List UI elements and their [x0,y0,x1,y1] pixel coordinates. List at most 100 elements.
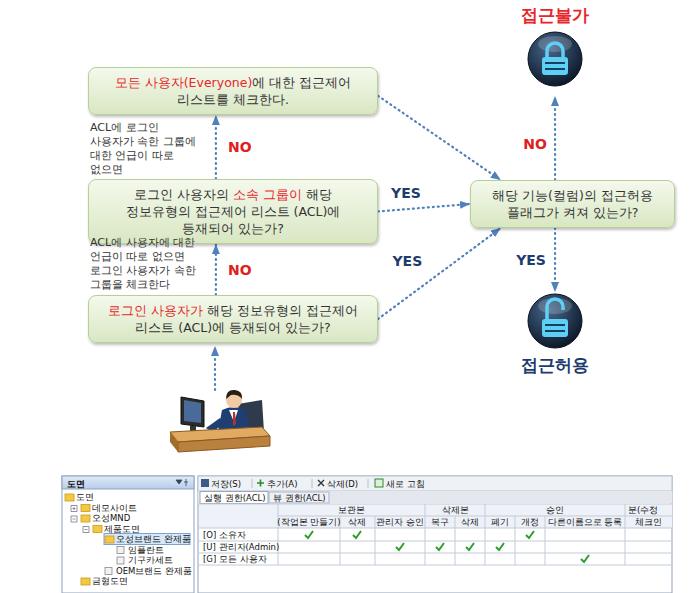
ui-text: [U] 관리자(Admin) [203,542,279,552]
result-icon: 접근허용 [510,292,600,390]
ui-text: 개정 [521,517,539,527]
ui-text: 저장(S) [211,479,241,489]
delete-icon [318,480,324,486]
lock-shackle [547,43,563,58]
highlight-text: 로그인 사용자가 [108,303,203,318]
desk-side [170,432,178,452]
box-text: 모든 사용자(Everyone)에 대한 접근제어 리스트를 체크한다. [101,74,365,108]
ui-text: 관리자 승인 [376,517,424,527]
person-tie [233,412,236,426]
tab [269,492,329,503]
ui-text: 삭제본 [442,505,469,515]
ui-text: 체크인 [635,517,662,527]
flow-arrow [554,228,556,292]
tree-item: 도면 [67,479,85,489]
start-arrow [214,346,216,390]
check-mark [526,531,534,538]
folder-icon [81,578,90,585]
process-box: 로그인 사용자의 소속 그룹이 해당 정보유형의 접근제어 리스트 (ACL)에… [88,179,378,244]
check-mark [466,543,474,550]
edge-label: YES [392,253,422,269]
ui-text: 삭제(D) [327,479,358,489]
check-mark [305,531,313,538]
tree-item: 오성MND [92,513,130,523]
acl-panel [198,476,672,593]
flow-arrow [378,204,470,212]
flow-arrow [554,96,556,180]
folder-icon [93,526,102,533]
result-icon: 접근불가 [510,4,600,96]
lock-body [542,57,568,75]
add-icon [257,480,264,487]
check-mark [581,555,589,562]
lock-body [542,319,568,337]
tree-expander [83,527,89,533]
note-text: ACL에 로그인 사용자가 속한 그룹에 대한 언급이 따로 없으면 [90,121,206,177]
monitor [181,397,204,427]
box-text: 로그인 사용자가 해당 정보유형의 접근제어 리스트 (ACL)에 등재되어 있… [101,302,365,336]
icon-disc [528,32,582,86]
process-box: 로그인 사용자가 해당 정보유형의 접근제어 리스트 (ACL)에 등재되어 있… [88,295,378,343]
plain-text: 로그인 사용자의 [134,187,233,202]
save-icon [201,479,209,487]
tree-expander [71,516,77,522]
locked-icon [526,30,584,88]
ui-text: 새로 고침 [386,479,425,489]
folder-icon [81,515,90,522]
unlocked-icon [526,292,584,350]
highlight-text: 모든 사용자(Everyone) [115,75,253,90]
tree-item: 오성브랜드 완제품 [116,534,191,544]
lock-stripes [545,63,565,69]
tree-item: 금형도면 [92,576,128,586]
result-label: 접근허용 [521,354,589,376]
refresh-icon [375,479,383,487]
result-label: 접근불가 [521,4,589,26]
ui-text: 삭제 [461,517,479,527]
tree-item: 임플란트 [128,545,164,555]
ui-text: 복구 [431,517,449,527]
tab-strip [198,491,672,503]
ui-text: [G] 모든 사용자 [203,554,267,564]
flow-arrow [215,244,217,295]
check-mark [353,531,361,538]
edge-label: NO [228,262,252,278]
active-tab [200,492,268,504]
flow-arrow [378,96,501,180]
person-hair [226,390,242,399]
flow-arrow [378,228,501,319]
desk-front [178,436,270,452]
ui-text: 삭제 [348,517,366,527]
folder-icon [65,494,74,501]
ui-text: 승인 [546,505,564,515]
check-mark [396,543,404,550]
edge-label: YES [391,185,421,201]
file-icon [117,547,124,554]
ui-text: 추가(A) [267,479,297,489]
ui-text: 폐기 [491,517,509,527]
panel-pin-icon [176,479,188,486]
tree-panel [62,476,194,593]
ui-text: [O] 소유자 [203,530,246,540]
flow-arrow [215,115,217,179]
selected-row [104,534,190,545]
tree-item: 데모사이트 [92,503,137,513]
ui-text: 다른이름으로 등록 [548,517,623,527]
lock-shackle [547,299,563,320]
tree-item: 도면 [76,492,94,502]
edge-label: NO [523,136,547,152]
tree-item: 기구카세트 [128,555,173,565]
check-mark [436,543,444,550]
ui-text: (작업본 만들기) [277,517,340,527]
ui-text: 보관본 [338,505,365,515]
ui-text: 분(수정 [628,505,658,515]
edge-label: NO [228,139,252,155]
file-icon [105,568,112,575]
ui-text: 실행 권한(ACL) [204,493,266,503]
ui-text: 뷰 권한(ACL) [273,493,326,503]
box-text: 로그인 사용자의 소속 그룹이 해당 정보유형의 접근제어 리스트 (ACL)에… [101,186,365,237]
edge-label: YES [516,252,546,268]
screenshot [62,476,672,593]
table-grid [199,504,672,565]
toolbar [198,476,672,491]
